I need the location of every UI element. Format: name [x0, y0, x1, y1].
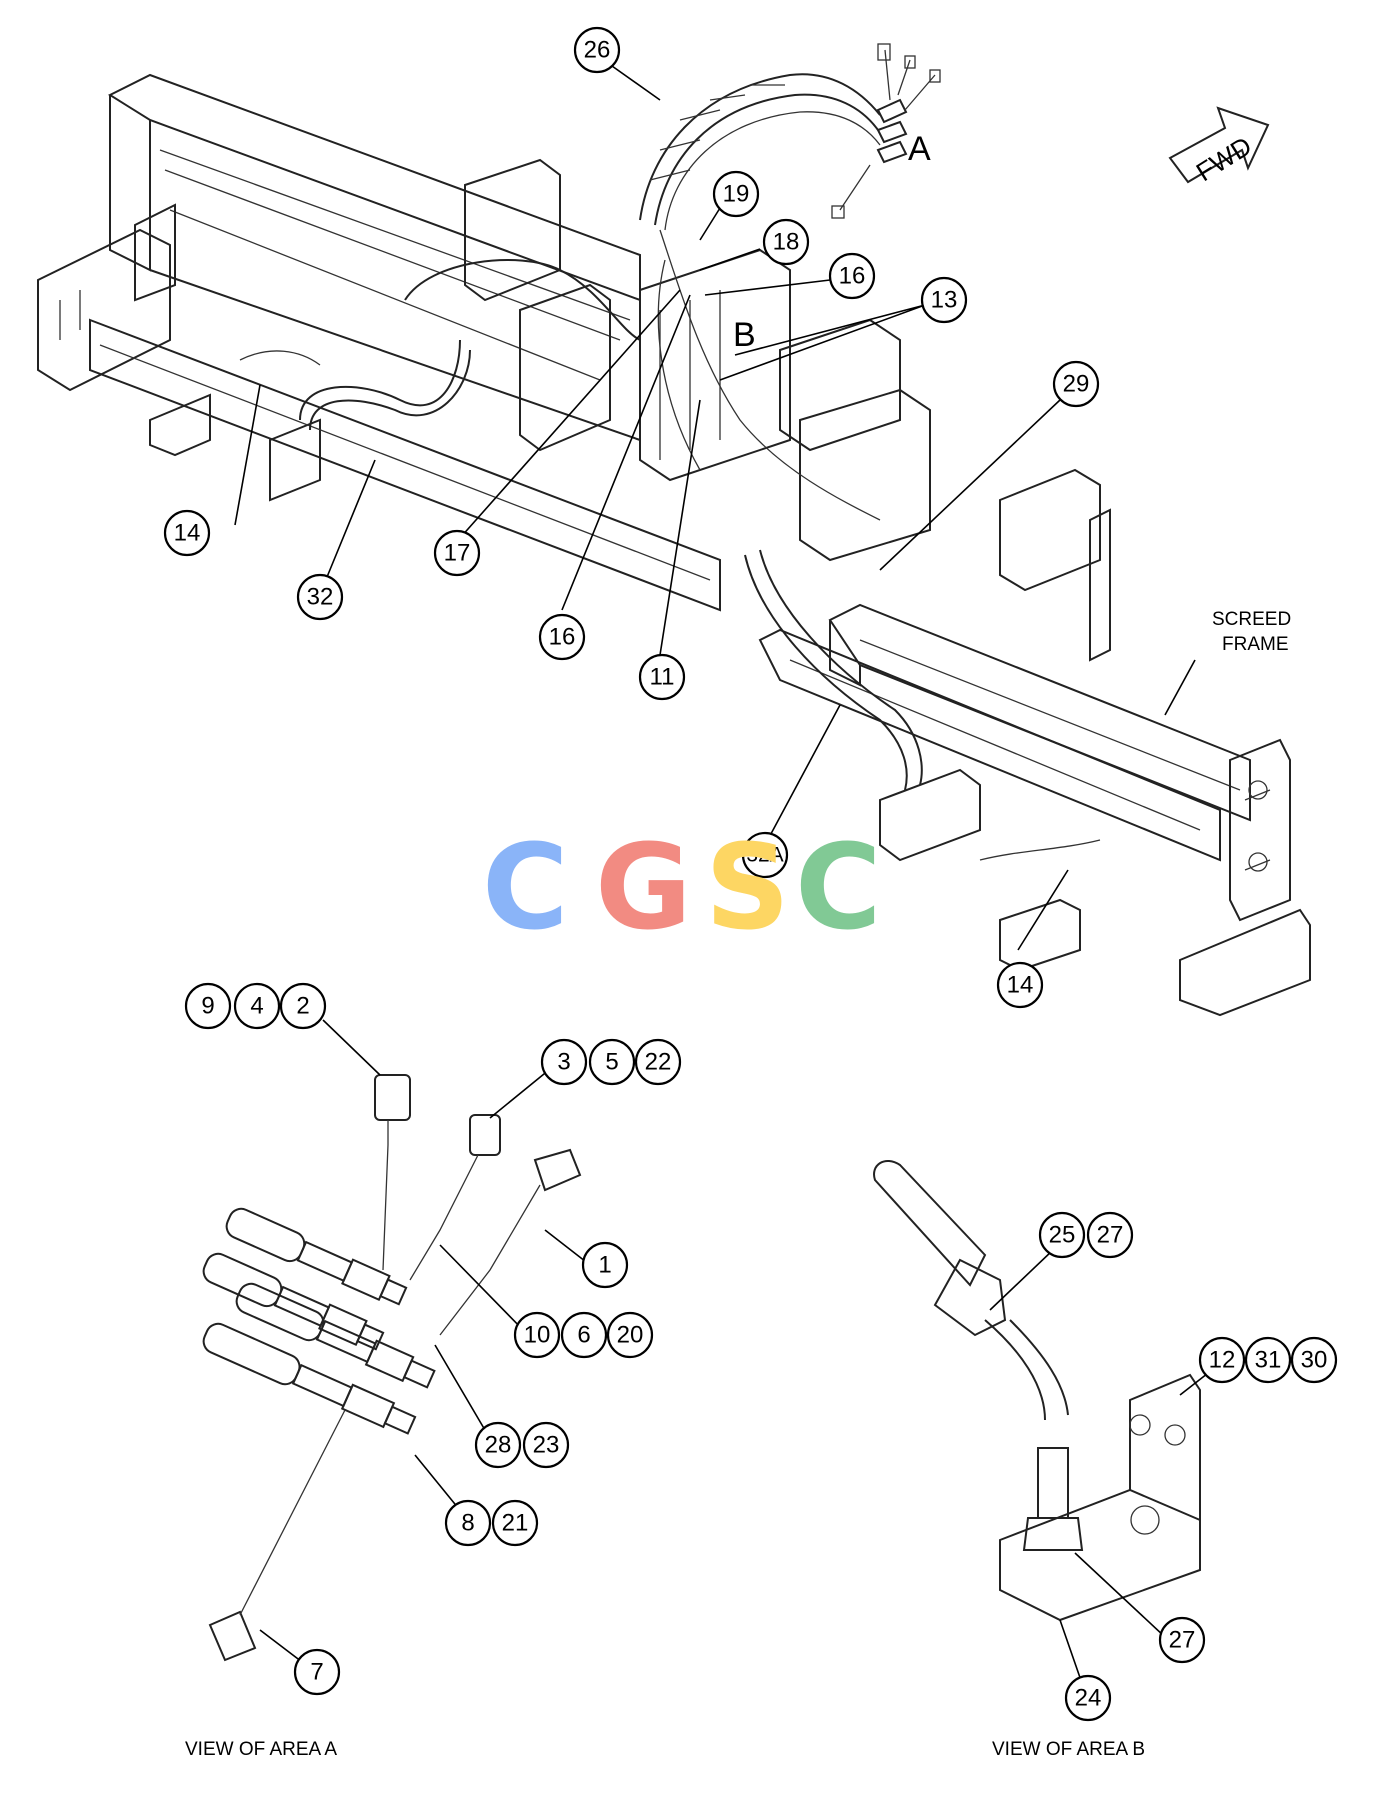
svg-text:8: 8 — [461, 1510, 474, 1537]
view-area-b — [873, 1160, 1201, 1622]
callout-18: 18 — [762, 218, 810, 266]
callout-16b: 16 — [538, 613, 586, 661]
callout-30: 30 — [1290, 1336, 1338, 1384]
callout-14a: 14 — [163, 509, 211, 557]
svg-text:14: 14 — [174, 520, 201, 547]
cgsc-watermark: C G S C — [482, 818, 882, 956]
watermark-c1: C — [482, 818, 569, 956]
callout-14b: 14 — [996, 961, 1044, 1009]
callout-2: 2 — [279, 982, 327, 1030]
callout-32a: 32A — [741, 831, 789, 879]
callout-12: 12 — [1198, 1336, 1246, 1384]
svg-text:29: 29 — [1063, 371, 1090, 398]
callout-29: 29 — [1052, 360, 1100, 408]
svg-text:25: 25 — [1049, 1222, 1076, 1249]
callout-21: 21 — [491, 1499, 539, 1547]
svg-text:20: 20 — [617, 1322, 644, 1349]
callout-11: 11 — [638, 653, 686, 701]
svg-text:5: 5 — [605, 1049, 618, 1076]
svg-text:17: 17 — [444, 540, 471, 567]
svg-text:10: 10 — [524, 1322, 551, 1349]
svg-text:32: 32 — [307, 584, 334, 611]
callout-16a: 16 — [828, 252, 876, 300]
svg-text:13: 13 — [931, 287, 958, 314]
area-b-label: B — [733, 316, 756, 354]
callout-3: 3 — [540, 1038, 588, 1086]
svg-text:27: 27 — [1169, 1627, 1196, 1654]
svg-text:24: 24 — [1075, 1685, 1102, 1712]
callout-23: 23 — [522, 1421, 570, 1469]
callout-26: 26 — [573, 26, 621, 74]
svg-text:6: 6 — [577, 1322, 590, 1349]
svg-text:7: 7 — [310, 1659, 323, 1686]
svg-text:2: 2 — [296, 993, 309, 1020]
callout-20: 20 — [606, 1311, 654, 1359]
svg-text:23: 23 — [533, 1432, 560, 1459]
svg-text:14: 14 — [1007, 972, 1034, 999]
callout-4: 4 — [233, 982, 281, 1030]
watermark-s: S — [705, 818, 790, 956]
screed-frame-label-line2: FRAME — [1222, 634, 1289, 655]
svg-text:4: 4 — [250, 993, 263, 1020]
callout-19: 19 — [712, 170, 760, 218]
callout-22: 22 — [634, 1038, 682, 1086]
svg-text:32A: 32A — [746, 844, 783, 867]
callout-27a: 27 — [1086, 1211, 1134, 1259]
svg-text:12: 12 — [1209, 1347, 1236, 1374]
svg-text:3: 3 — [557, 1049, 570, 1076]
callout-13: 13 — [920, 276, 968, 324]
svg-text:26: 26 — [584, 37, 611, 64]
callout-24: 24 — [1064, 1674, 1112, 1722]
fwd-arrow-icon: FWD — [1168, 106, 1270, 187]
callout-32: 32 — [296, 573, 344, 621]
svg-text:16: 16 — [549, 624, 576, 651]
svg-text:16: 16 — [839, 263, 866, 290]
callout-17: 17 — [433, 529, 481, 577]
callout-31: 31 — [1244, 1336, 1292, 1384]
callout-5: 5 — [588, 1038, 636, 1086]
caption-view-area-a: VIEW OF AREA A — [185, 1739, 337, 1760]
svg-text:27: 27 — [1097, 1222, 1124, 1249]
area-a-label: A — [908, 130, 931, 168]
svg-text:22: 22 — [645, 1049, 672, 1076]
callout-8: 8 — [444, 1499, 492, 1547]
callout-7: 7 — [293, 1648, 341, 1696]
svg-text:18: 18 — [773, 229, 800, 256]
fwd-label: FWD — [1191, 130, 1257, 187]
callout-28: 28 — [474, 1421, 522, 1469]
svg-text:31: 31 — [1255, 1347, 1282, 1374]
screed-frame-assembly — [37, 43, 1311, 1017]
caption-view-area-b: VIEW OF AREA B — [992, 1739, 1145, 1760]
svg-text:1: 1 — [598, 1252, 611, 1279]
watermark-g: G — [595, 818, 692, 956]
callout-25: 25 — [1038, 1211, 1086, 1259]
view-area-a — [202, 1074, 582, 1662]
callout-27b: 27 — [1158, 1616, 1206, 1664]
svg-text:9: 9 — [201, 993, 214, 1020]
svg-text:19: 19 — [723, 181, 750, 208]
callout-1: 1 — [581, 1241, 629, 1289]
screed-frame-label-line1: SCREED — [1212, 609, 1291, 630]
svg-text:30: 30 — [1301, 1347, 1328, 1374]
watermark-c2: C — [795, 818, 882, 956]
callout-6: 6 — [560, 1311, 608, 1359]
svg-text:21: 21 — [502, 1510, 529, 1537]
svg-text:28: 28 — [485, 1432, 512, 1459]
callout-9: 9 — [184, 982, 232, 1030]
callout-10: 10 — [513, 1311, 561, 1359]
svg-text:11: 11 — [650, 664, 675, 691]
